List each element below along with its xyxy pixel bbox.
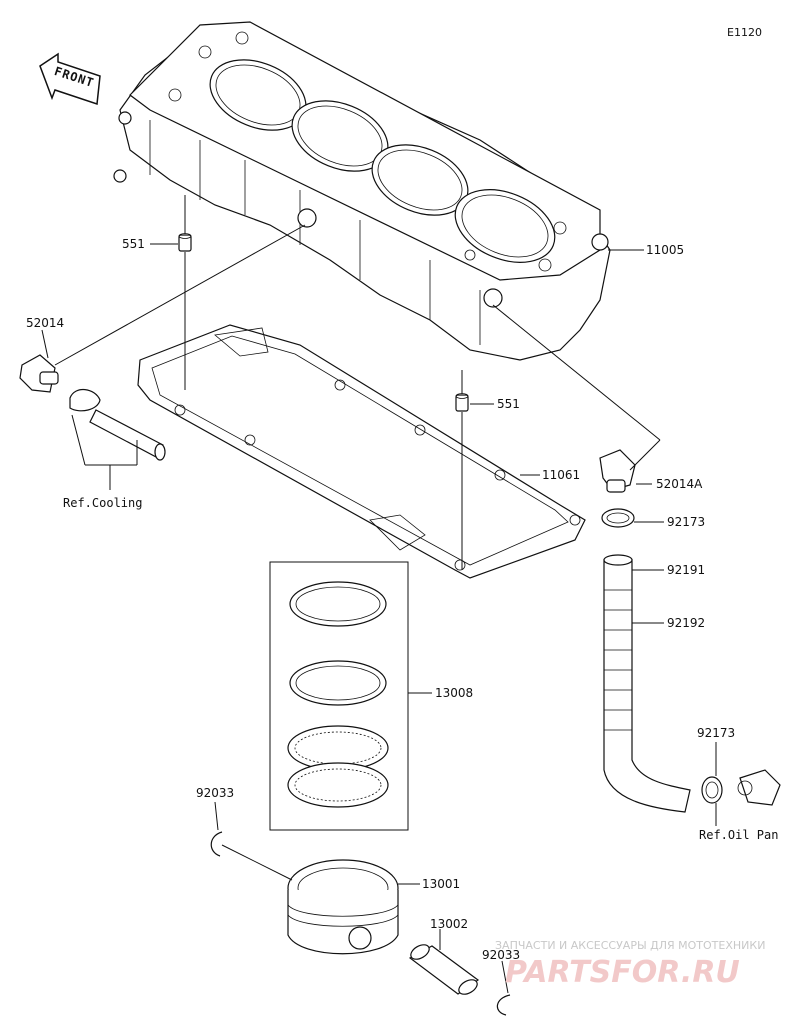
- cylinder-gasket: [137, 324, 586, 579]
- piston-pin: [408, 944, 480, 995]
- fitting-right: [599, 449, 636, 493]
- label-piston: 13001: [422, 877, 460, 891]
- piston: [287, 859, 399, 955]
- label-clamp-lower: 92173: [697, 726, 735, 740]
- watermark-brand: PARTSFOR.RU: [505, 955, 740, 990]
- label-hose: 92192: [667, 616, 705, 630]
- label-fitting-right: 52014A: [656, 477, 703, 491]
- label-dowel-upper: 551: [122, 237, 145, 251]
- label-fitting-left: 52014: [26, 316, 64, 330]
- cylinder-block: [113, 21, 611, 361]
- label-piston-pin: 13002: [430, 917, 468, 931]
- dowel-pin-lower: [455, 393, 469, 412]
- snap-ring-upper: [210, 831, 223, 857]
- cooling-hose: [69, 389, 166, 461]
- label-snap-ring-lower: 92033: [482, 948, 520, 962]
- oil-pan-fitting: [737, 769, 781, 806]
- watermark-tagline: ЗАПЧАСТИ И АКСЕССУАРЫ ДЛЯ МОТОТЕХНИКИ: [495, 939, 765, 952]
- ref-oil-pan: Ref.Oil Pan: [699, 828, 778, 842]
- label-snap-ring-upper: 92033: [196, 786, 234, 800]
- leader-lines: [41, 195, 717, 994]
- fitting-left: [19, 354, 59, 393]
- label-clamp-upper: 92173: [667, 515, 705, 529]
- label-cylinder: 11005: [646, 243, 684, 257]
- piston-ring-set: [269, 561, 409, 831]
- label-gasket: 11061: [542, 468, 580, 482]
- watermark: ЗАПЧАСТИ И АКСЕССУАРЫ ДЛЯ МОТОТЕХНИКИ PA…: [495, 939, 765, 990]
- oil-hose: [603, 554, 691, 813]
- label-ring-set: 13008: [435, 686, 473, 700]
- ref-cooling: Ref.Cooling: [63, 496, 142, 510]
- front-arrow-icon: FRONT: [39, 52, 101, 106]
- hose-clamp-upper: [601, 508, 635, 528]
- snap-ring-lower: [496, 994, 511, 1016]
- label-dowel-lower: 551: [497, 397, 520, 411]
- dowel-pin-upper: [178, 233, 192, 252]
- hose-clamp-lower: [701, 776, 723, 804]
- diagram-code: E1120: [727, 26, 762, 39]
- label-hose-upper: 92191: [667, 563, 705, 577]
